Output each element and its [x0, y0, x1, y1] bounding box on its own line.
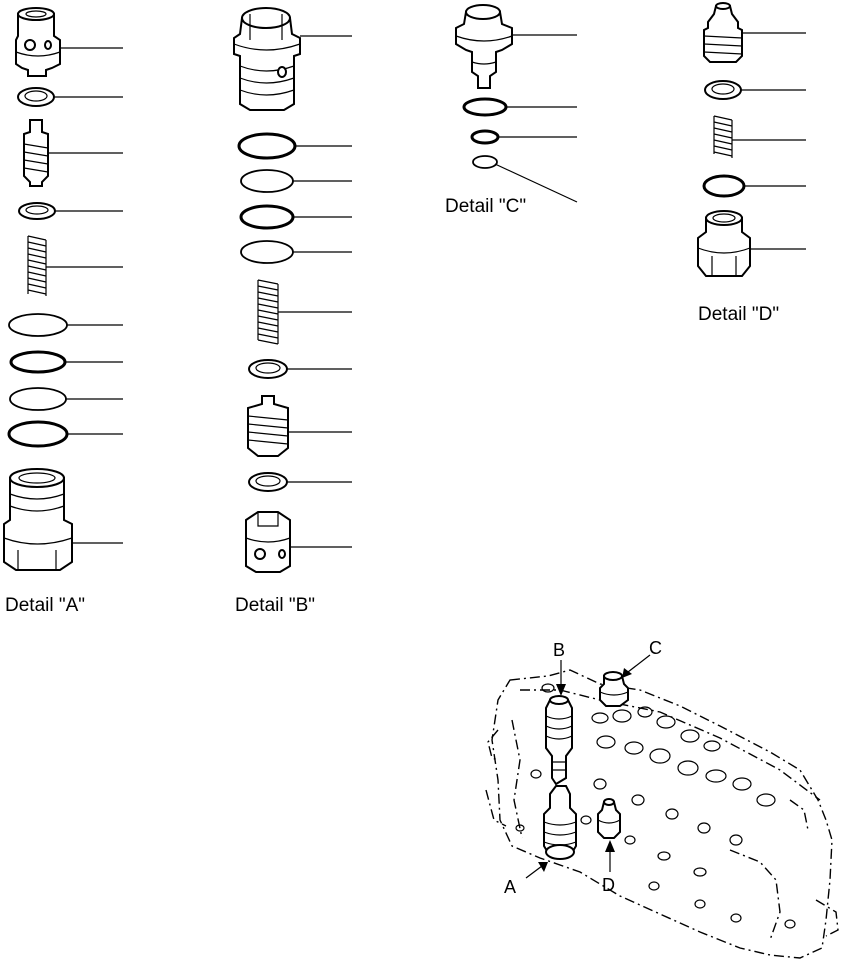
detail-b-ring-2	[240, 169, 294, 193]
detail-c-ring-3	[472, 155, 498, 169]
detail-d-plug	[697, 210, 751, 277]
callout-b: B	[553, 640, 565, 660]
installed-valve-c	[599, 671, 629, 707]
detail-d-spring	[713, 115, 733, 158]
callout-d: D	[602, 875, 615, 895]
valve-block-cavities	[515, 683, 796, 929]
detail-b-ring-1	[237, 132, 297, 160]
installed-valve-d	[597, 798, 621, 839]
detail-b-seal-2	[248, 472, 288, 492]
detail-d-seal	[704, 80, 742, 100]
detail-a-leaders	[46, 47, 123, 544]
installed-valve-b	[545, 695, 573, 786]
detail-b-cap	[233, 7, 301, 111]
detail-a-ring-4	[7, 420, 69, 448]
detail-b-poppet	[247, 395, 289, 457]
detail-a-valve-top	[15, 7, 61, 77]
detail-b-group: Detail "B"	[233, 7, 352, 616]
detail-d-group: Detail "D"	[697, 2, 806, 325]
detail-c-leaders	[494, 34, 578, 203]
detail-d-leaders	[732, 32, 806, 250]
detail-c-label: Detail "C"	[445, 196, 526, 217]
detail-a-ring-3	[9, 387, 67, 411]
callout-c: C	[649, 638, 662, 658]
callout-a: A	[504, 877, 516, 897]
detail-a-group: Detail "A"	[3, 7, 123, 616]
detail-d-ring	[702, 174, 746, 198]
detail-a-spring	[27, 235, 47, 296]
detail-a-poppet	[23, 119, 49, 187]
detail-a-plug-body	[3, 468, 73, 571]
callout-arrows	[525, 654, 651, 879]
valve-assembly: B C A D	[485, 638, 839, 959]
detail-c-ring-2	[470, 129, 500, 145]
detail-a-seal-2	[18, 202, 56, 220]
valve-block-outline	[491, 669, 833, 959]
detail-c-plug	[455, 4, 513, 89]
detail-b-spring	[257, 279, 279, 345]
detail-b-ring-4	[240, 240, 294, 264]
detail-b-leaders	[278, 35, 352, 548]
detail-b-seal-1	[248, 359, 288, 379]
detail-d-poppet	[703, 2, 743, 63]
detail-b-label: Detail "B"	[235, 595, 315, 616]
detail-a-ring-1	[8, 313, 68, 337]
detail-a-label: Detail "A"	[5, 595, 85, 616]
detail-b-sleeve	[245, 511, 291, 573]
detail-c-ring-1	[462, 97, 508, 117]
detail-a-ring-2	[9, 350, 67, 374]
detail-a-seal-1	[17, 87, 55, 107]
detail-b-ring-3	[239, 204, 295, 230]
installed-valve-a	[543, 785, 577, 860]
detail-d-label: Detail "D"	[698, 304, 779, 325]
detail-c-group: Detail "C"	[445, 4, 578, 217]
